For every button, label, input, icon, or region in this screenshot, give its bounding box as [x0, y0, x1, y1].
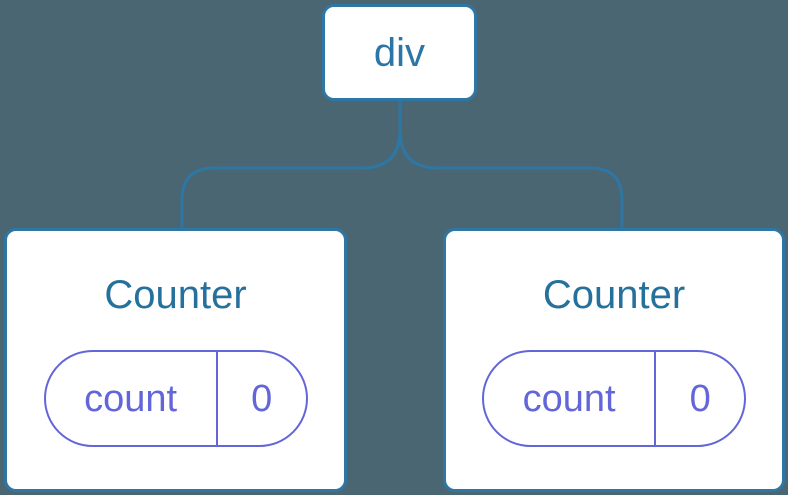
component-title: Counter	[104, 273, 247, 317]
state-value-cell: 0	[656, 352, 744, 445]
state-value-cell: 0	[218, 352, 306, 445]
state-value: 0	[689, 377, 711, 420]
connector-left-branch	[180, 99, 402, 228]
state-key-label: count	[84, 377, 178, 420]
state-pill: count 0	[482, 350, 746, 447]
state-key-cell: count	[46, 352, 218, 445]
state-value: 0	[251, 377, 273, 420]
state-key-cell: count	[484, 352, 657, 445]
counter-node-left: Counter count 0	[4, 228, 347, 492]
state-key-label: count	[522, 377, 616, 420]
root-node-div: div	[322, 4, 477, 101]
state-pill: count 0	[43, 350, 308, 447]
connector-right-branch	[398, 99, 624, 228]
root-node-label: div	[373, 30, 426, 75]
component-title: Counter	[542, 273, 686, 317]
counter-node-right: Counter count 0	[443, 228, 785, 492]
